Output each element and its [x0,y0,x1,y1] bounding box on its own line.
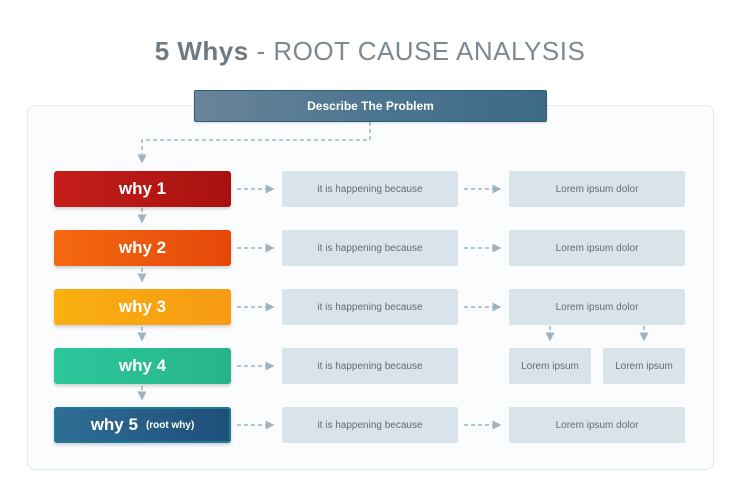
row1-detail-box: Lorem ipsum dolor [509,171,685,207]
row4-detail-right-box: Lorem ipsum [603,348,685,384]
row1-reason-box: it is happening because [282,171,458,207]
why-5-label: why 5 [90,415,138,434]
why-3-label: why 3 [118,297,167,316]
why-3-box: why 3 [54,289,231,325]
row2-reason-box: it is happening because [282,230,458,266]
why-2-box: why 2 [54,230,231,266]
row4-reason-box: it is happening because [282,348,458,384]
row2-detail-box: Lorem ipsum dolor [509,230,685,266]
title-bold: 5 Whys [154,36,249,66]
row5-reason-box: it is happening because [282,407,458,443]
problem-box: Describe The Problem [194,90,547,122]
row3-detail-box: Lorem ipsum dolor [509,289,685,325]
title-light: ROOT CAUSE ANALYSIS [273,36,586,66]
why-4-box: why 4 [54,348,231,384]
title-separator: - [248,36,274,66]
why-2-label: why 2 [118,238,167,257]
why-5-sublabel: (root why) [145,419,195,431]
page-title: 5 Whys - ROOT CAUSE ANALYSIS [0,36,740,67]
why-1-box: why 1 [54,171,231,207]
row4-detail-left-box: Lorem ipsum [509,348,591,384]
row5-detail-box: Lorem ipsum dolor [509,407,685,443]
row3-reason-box: it is happening because [282,289,458,325]
why-1-label: why 1 [118,179,167,198]
why-5-box: why 5 (root why) [54,407,231,443]
why-4-label: why 4 [118,356,167,375]
